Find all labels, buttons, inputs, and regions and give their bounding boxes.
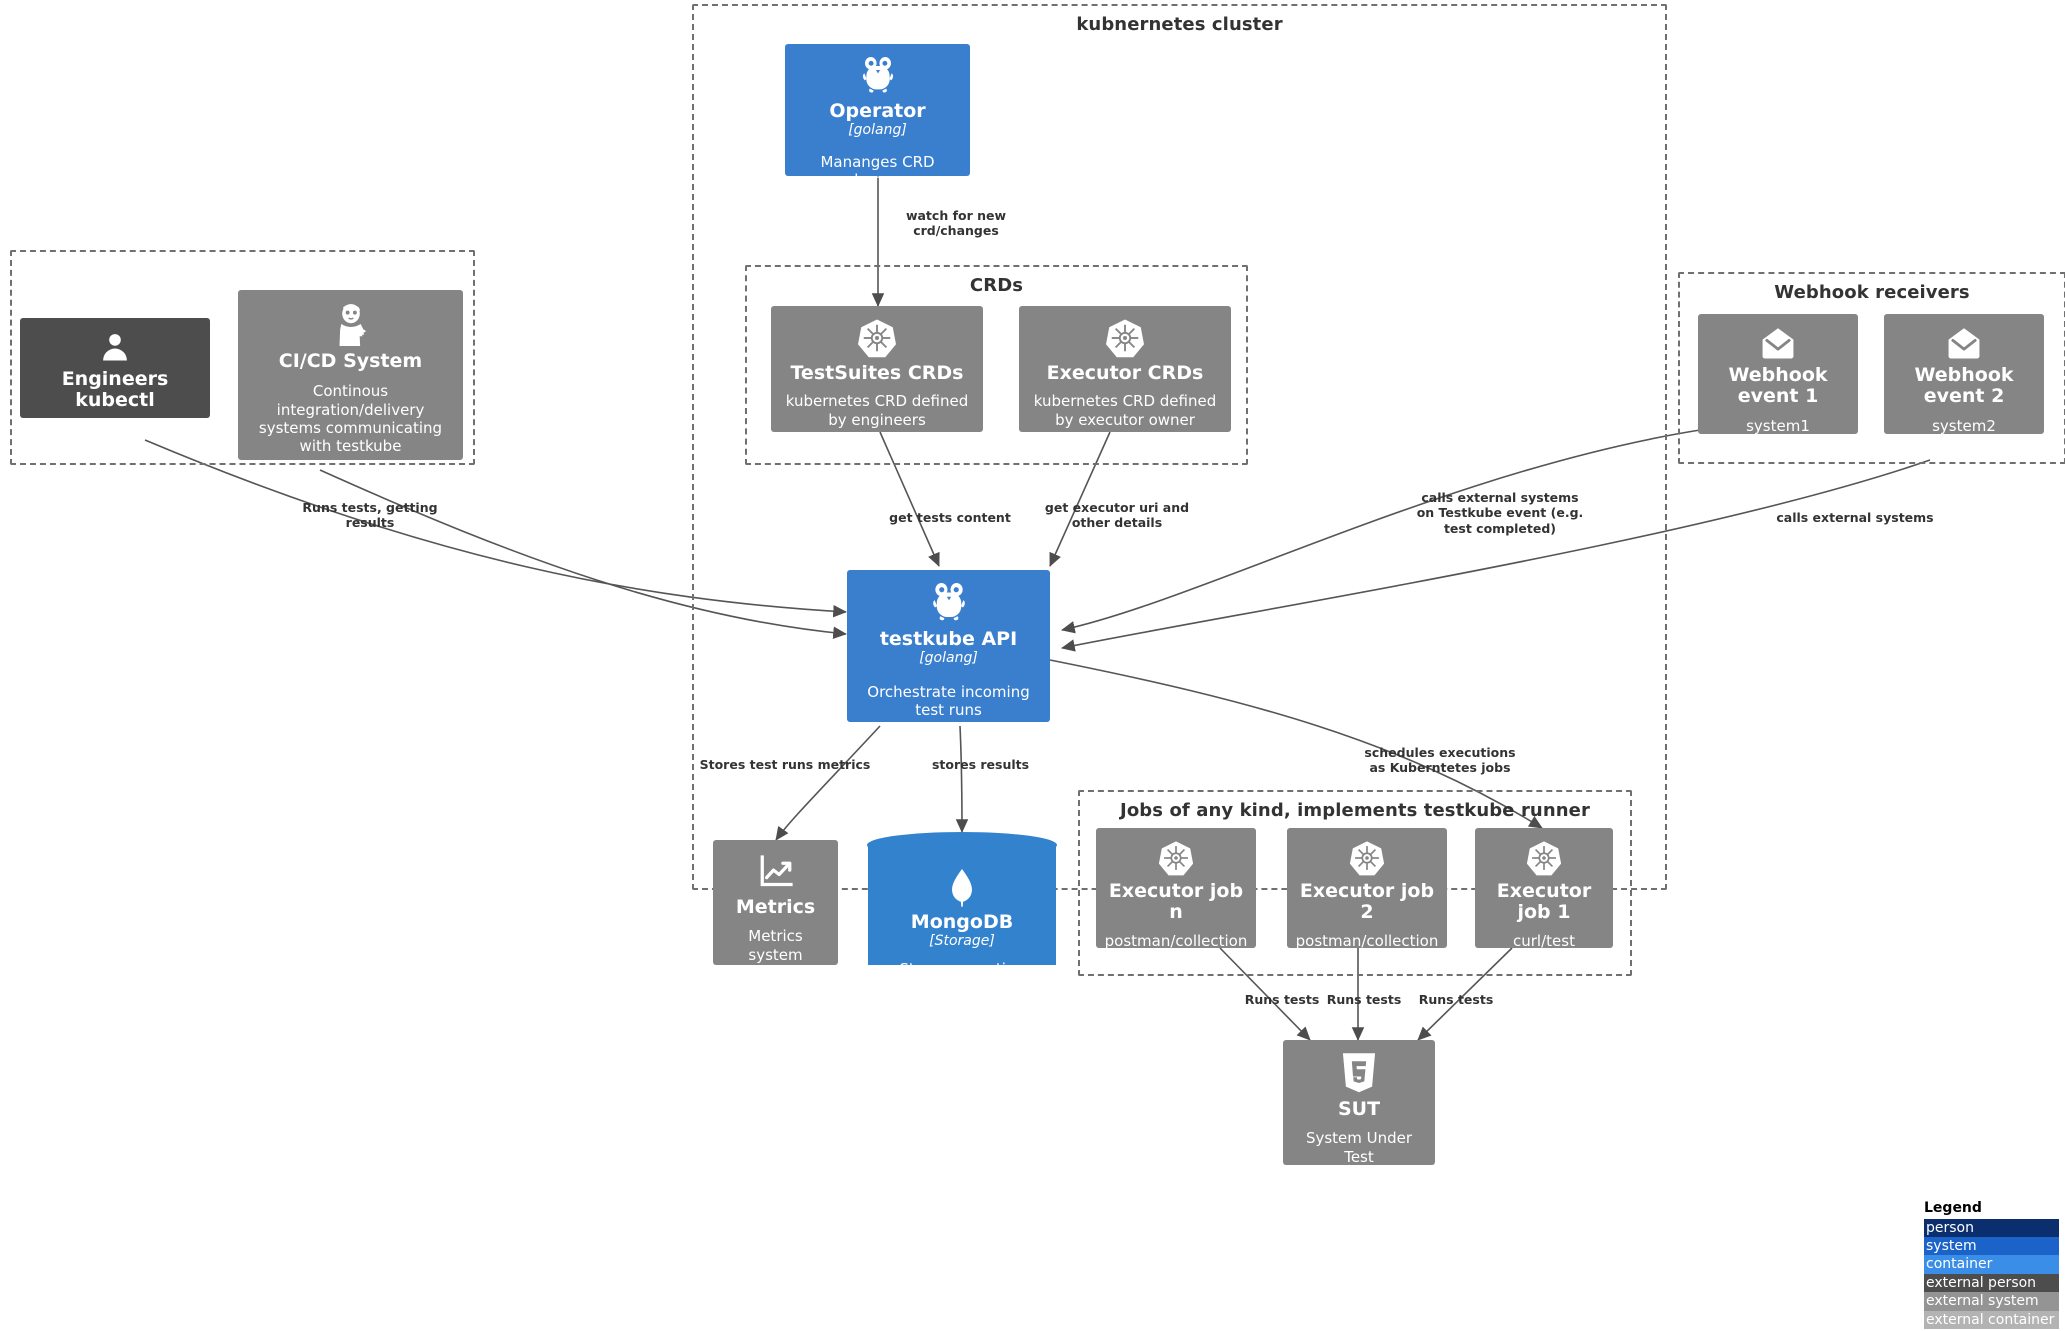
legend: Legend person system container external …	[1924, 1200, 2059, 1330]
node-executor-job-1[interactable]: Executor job 1 curl/test	[1475, 828, 1613, 950]
legend-title: Legend	[1924, 1200, 1982, 1216]
node-title: Executor job 1	[1496, 880, 1592, 924]
boundary-jobs: Jobs of any kind, implements testkube ru…	[1078, 790, 1632, 976]
edge-label-stores-test-runs-metrics: Stores test runs metrics	[699, 757, 871, 772]
jenkins-icon	[330, 302, 372, 348]
envelope-icon	[1759, 326, 1797, 360]
person-icon	[98, 330, 132, 364]
node-title: Executor job 2	[1299, 880, 1435, 924]
edge-label-watch-for-new-crd: watch for new crd/changes	[905, 208, 1007, 239]
legend-row-external-container: external container	[1924, 1310, 2059, 1330]
node-description: Continous integration/delivery systems c…	[258, 382, 443, 456]
node-description: Metrics system	[748, 927, 803, 964]
html5-icon	[1340, 1052, 1378, 1094]
node-description: kubectl testkube client	[52, 420, 178, 457]
chart-icon	[756, 852, 796, 892]
node-webhook-event-1[interactable]: Webhook event 1 system1	[1698, 314, 1858, 435]
kubernetes-icon	[1158, 840, 1194, 876]
legend-row-external-person: external person	[1924, 1273, 2059, 1293]
node-sut[interactable]: SUT System Under Test	[1283, 1040, 1435, 1166]
edge-label-runs-tests-2: Runs tests	[1326, 992, 1402, 1007]
node-operator[interactable]: Operator [golang] Mananges CRD changes	[785, 44, 970, 189]
node-title: Metrics	[735, 896, 816, 918]
boundary-crds: CRDs	[745, 265, 1248, 465]
node-webhook-event-2[interactable]: Webhook event 2 system2	[1884, 314, 2044, 435]
edge-label-runs-tests-getting-results: Runs tests, getting results	[302, 500, 438, 531]
node-technology: [golang]	[919, 650, 978, 667]
envelope-icon	[1945, 326, 1983, 360]
boundary-title-jobs: Jobs of any kind, implements testkube ru…	[1120, 800, 1590, 821]
kubernetes-icon	[857, 318, 897, 358]
node-engineers-kubectl[interactable]: Engineers kubectl kubectl testkube clien…	[20, 318, 210, 457]
node-executor-job-2[interactable]: Executor job 2 postman/collection	[1287, 828, 1447, 950]
gopher-icon	[929, 582, 969, 624]
legend-row-person: person	[1924, 1218, 2059, 1237]
node-description: curl/test	[1513, 931, 1575, 950]
node-technology: [golang]	[848, 122, 907, 139]
boundary-title-webhook-receivers: Webhook receivers	[1774, 282, 1970, 303]
node-description: postman/collection	[1295, 931, 1439, 950]
node-title: SUT	[1337, 1098, 1381, 1120]
node-cicd-system[interactable]: CI/CD System Continous integration/deliv…	[238, 290, 463, 460]
boundary-title-crds: CRDs	[969, 275, 1024, 296]
node-title: CI/CD System	[278, 350, 423, 372]
node-title: Executor job n	[1108, 880, 1244, 924]
legend-row-container: container	[1924, 1255, 2059, 1274]
edge-label-runs-tests-n: Runs tests	[1244, 992, 1320, 1007]
node-title: testkube API	[879, 628, 1018, 650]
kubernetes-icon	[1349, 840, 1385, 876]
node-description: Stores execution results	[899, 959, 1025, 996]
node-title: Engineers kubectl	[61, 368, 169, 412]
node-description: Orchestrate incoming test runs	[867, 682, 1030, 719]
node-description: system1	[1746, 416, 1810, 435]
node-mongodb[interactable]: MongoDB [Storage] Stores execution resul…	[867, 832, 1057, 996]
node-executor-crds[interactable]: Executor CRDs kubernetes CRD defined by …	[1019, 306, 1231, 432]
boundary-title-kubernetes-cluster: kubnernetes cluster	[1076, 14, 1283, 35]
edge-label-calls-external-systems: calls external systems	[1776, 510, 1934, 525]
kubernetes-icon	[1105, 318, 1145, 358]
node-title: MongoDB	[910, 911, 1014, 933]
node-description: system2	[1932, 416, 1996, 435]
edge-label-schedules-executions: schedules executions as Kuberntetes jobs	[1364, 745, 1516, 776]
node-description: kubernetes CRD defined by engineers	[785, 392, 969, 429]
node-description: kubernetes CRD defined by executor owner	[1033, 392, 1217, 429]
node-title: Operator	[829, 100, 926, 122]
node-testkube-api[interactable]: testkube API [golang] Orchestrate incomi…	[847, 570, 1050, 722]
kubernetes-icon	[1526, 840, 1562, 876]
node-title: TestSuites CRDs	[790, 362, 964, 384]
boundary-clients	[10, 250, 475, 465]
edge-label-stores-results: stores results	[931, 757, 1030, 772]
node-title: Executor CRDs	[1046, 362, 1204, 384]
legend-row-external-system: external system	[1924, 1292, 2059, 1311]
edge-label-get-tests-content: get tests content	[889, 510, 1011, 525]
legend-row-system: system	[1924, 1236, 2059, 1256]
mongodb-leaf-icon	[950, 869, 974, 907]
node-metrics[interactable]: Metrics Metrics system	[713, 840, 838, 965]
edge-label-calls-external-on-event: calls external systems on Testkube event…	[1416, 490, 1584, 536]
node-title: Webhook event 2	[1914, 364, 2014, 408]
node-executor-job-n[interactable]: Executor job n postman/collection	[1096, 828, 1256, 950]
node-technology: [Storage]	[929, 933, 995, 950]
node-title: Webhook event 1	[1728, 364, 1828, 408]
gopher-icon	[859, 56, 897, 96]
node-description: System Under Test	[1305, 1129, 1413, 1166]
node-description: Mananges CRD changes	[820, 152, 935, 189]
cylinder-top	[867, 832, 1057, 858]
node-description: postman/collection	[1104, 931, 1248, 950]
edge-label-runs-tests-1: Runs tests	[1418, 992, 1494, 1007]
node-testsuites-crds[interactable]: TestSuites CRDs kubernetes CRD defined b…	[771, 306, 983, 432]
edge-label-get-executor-uri: get executor uri and other details	[1044, 500, 1190, 531]
